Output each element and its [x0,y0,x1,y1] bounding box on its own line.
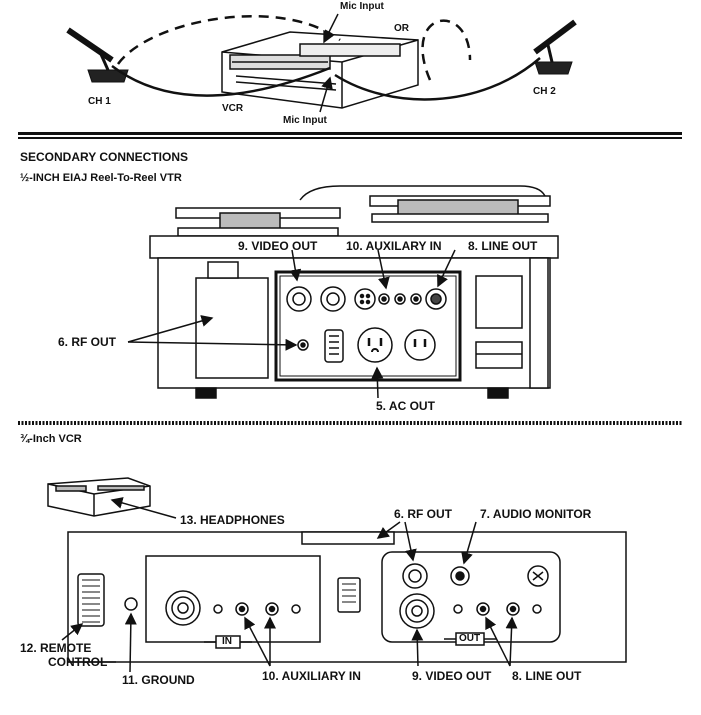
auxiliary-in-label-vcr: 10. AUXILIARY IN [262,669,361,683]
divider-top [18,132,682,139]
section-heading: SECONDARY CONNECTIONS [20,150,189,164]
microphone-ch1 [66,27,129,83]
or-label: OR [394,23,409,34]
audio-monitor-label: 7. AUDIO MONITOR [480,507,592,521]
mic-input-top-label: Mic Input [340,1,384,12]
out-panel-tag: OUT [459,633,481,644]
dashed-cable-ch1 [116,15,341,65]
vcr34-heading: ¾-Inch VCR [20,433,82,445]
headphones-label: 13. HEADPHONES [180,513,285,527]
vcr-label: VCR [222,103,244,114]
mic-input-bottom-label: Mic Input [283,115,327,126]
ground-label: 11. GROUND [122,673,195,687]
cable-ch1 [111,65,331,97]
top-illustration [66,13,577,113]
in-panel-tag: IN [222,636,232,647]
line-out-label-vcr: 8. LINE OUT [512,669,582,683]
microphone-ch2 [533,19,577,75]
vcr-box [221,31,419,109]
remote-label-line2: CONTROL [48,655,108,669]
ch2-label: CH 2 [533,86,556,97]
reel-vtr [127,185,559,399]
rf-out-label-vtr: 6. RF OUT [58,335,117,349]
video-out-label-vcr: 9. VIDEO OUT [412,669,492,683]
dashed-cable-ch2 [421,19,472,81]
section-subheading: ½-INCH EIAJ Reel-To-Reel VTR [20,172,182,184]
auxilary-in-label-vtr: 10. AUXILARY IN [346,239,442,253]
line-out-label-vtr: 8. LINE OUT [468,239,538,253]
vcr-three-quarter [47,477,627,673]
ch1-label: CH 1 [88,96,111,107]
ac-out-label: 5. AC OUT [376,399,435,413]
cable-ch2 [334,57,541,101]
remote-label-line1: 12. REMOTE [20,641,92,655]
video-out-label-vtr: 9. VIDEO OUT [238,239,318,253]
rf-out-label-vcr: 6. RF OUT [394,507,453,521]
